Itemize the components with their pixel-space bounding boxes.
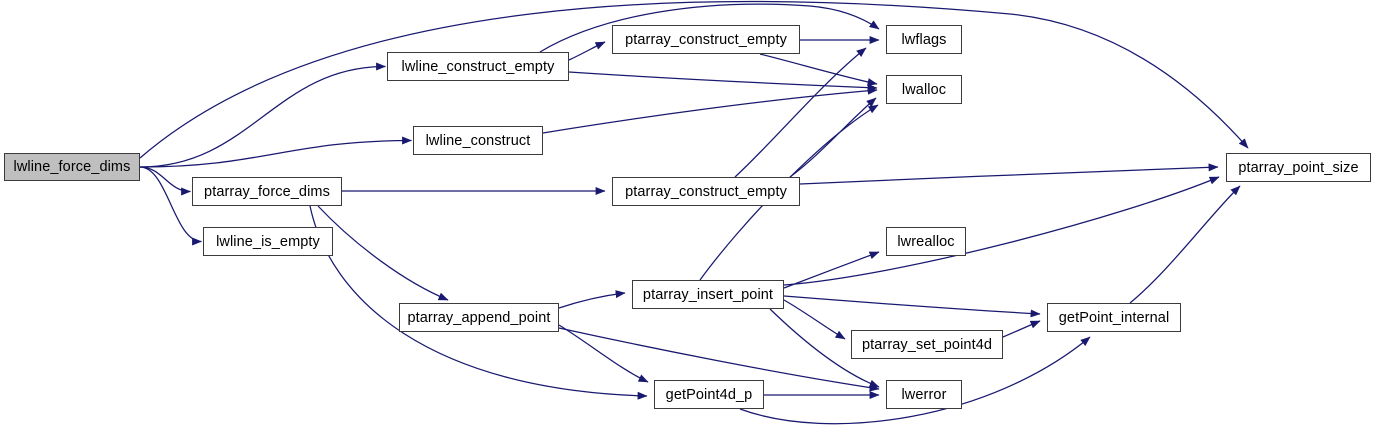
graph-edge-ptarray_set_point4d--getPoint_internal: [1002, 320, 1041, 338]
graph-node-ptarray_construct_empty_top[interactable]: ptarray_construct_empty: [612, 25, 800, 54]
graph-node-label: ptarray_set_point4d: [861, 336, 993, 353]
graph-edge-ptarray_force_dims--ptarray_append_point: [317, 205, 449, 301]
graph-edge-ptarray_insert_point--ptarray_set_point4d: [783, 299, 846, 340]
graph-node-label: lwline_construct: [425, 132, 531, 149]
graph-node-label: lwline_force_dims: [13, 159, 131, 175]
graph-edge-lwline_construct_empty--lwflags: [539, 3, 880, 53]
graph-node-lwerror[interactable]: lwerror: [886, 380, 962, 409]
graph-edge-lwline_force_dims--lwline_construct_empty: [139, 62, 387, 168]
graph-edge-ptarray_force_dims--getPoint4d_p: [309, 205, 648, 400]
graph-edge-lwline_construct_empty--lwalloc: [568, 71, 878, 92]
graph-node-getPoint4d_p[interactable]: getPoint4d_p: [654, 380, 764, 409]
graph-node-ptarray_point_size[interactable]: ptarray_point_size: [1226, 153, 1371, 182]
graph-node-ptarray_append_point[interactable]: ptarray_append_point: [399, 303, 559, 332]
graph-node-label: lwalloc: [901, 81, 947, 98]
graph-edge-ptarray_construct_empty_mid--lwflags: [734, 47, 867, 178]
graph-node-label: ptarray_force_dims: [204, 183, 330, 200]
graph-node-lwline_force_dims[interactable]: lwline_force_dims: [4, 153, 140, 181]
graph-node-label: ptarray_insert_point: [642, 286, 774, 303]
graph-node-ptarray_set_point4d[interactable]: ptarray_set_point4d: [851, 330, 1003, 359]
graph-edge-getPoint4d_p--getPoint_internal: [739, 336, 1091, 425]
graph-node-label: lwline_construct_empty: [401, 58, 555, 75]
graph-edge-lwline_force_dims--lwline_construct: [139, 136, 413, 168]
graph-edge-getPoint_internal--ptarray_point_size: [1129, 185, 1241, 304]
graph-edge-lwline_construct_empty--ptarray_construct_empty_top: [568, 41, 606, 61]
graph-node-ptarray_construct_empty_mid[interactable]: ptarray_construct_empty: [612, 177, 800, 206]
graph-node-lwflags[interactable]: lwflags: [886, 25, 962, 54]
graph-edge-lwline_force_dims--lwline_is_empty: [139, 166, 203, 246]
graph-edge-ptarray_construct_empty_mid--ptarray_point_size: [799, 163, 1219, 185]
graph-edge-ptarray_append_point--ptarray_insert_point: [558, 290, 626, 309]
graph-node-lwalloc[interactable]: lwalloc: [886, 75, 962, 104]
graph-edge-ptarray_insert_point--lwerror: [769, 308, 880, 388]
graph-node-lwline_construct_empty[interactable]: lwline_construct_empty: [387, 52, 569, 81]
graph-node-label: lwline_is_empty: [216, 233, 320, 250]
graph-edge-lwline_force_dims--ptarray_force_dims: [139, 166, 192, 196]
graph-node-label: getPoint_internal: [1058, 309, 1170, 326]
graph-node-label: ptarray_construct_empty: [625, 183, 787, 200]
graph-edge-ptarray_construct_empty_top--lwalloc: [759, 53, 878, 86]
graph-edge-lwline_construct--lwalloc: [542, 86, 878, 134]
graph-edge-ptarray_insert_point--ptarray_point_size: [783, 176, 1220, 286]
graph-edge-ptarray_construct_empty_mid--lwalloc: [789, 97, 877, 178]
graph-node-label: lwerror: [901, 386, 947, 403]
graph-node-label: ptarray_construct_empty: [625, 31, 787, 48]
graph-node-label: lwflags: [901, 31, 947, 48]
graph-edge-ptarray_insert_point--getPoint_internal: [783, 295, 1041, 318]
graph-edge-ptarray_append_point--getPoint4d_p: [558, 324, 649, 383]
graph-edge-ptarray_append_point--lwerror: [558, 327, 880, 392]
graph-node-label: ptarray_append_point: [407, 309, 551, 326]
graph-edge-lwline_force_dims--ptarray_point_size: [139, 0, 1249, 159]
graph-node-lwline_construct[interactable]: lwline_construct: [413, 126, 543, 155]
graph-node-lwrealloc[interactable]: lwrealloc: [886, 227, 966, 256]
graph-node-ptarray_insert_point[interactable]: ptarray_insert_point: [632, 280, 784, 309]
graph-node-label: lwrealloc: [897, 233, 955, 250]
graph-node-ptarray_force_dims[interactable]: ptarray_force_dims: [192, 177, 342, 206]
graph-node-lwline_is_empty[interactable]: lwline_is_empty: [203, 227, 333, 256]
graph-node-label: getPoint4d_p: [665, 386, 753, 403]
graph-node-getPoint_internal[interactable]: getPoint_internal: [1047, 303, 1181, 332]
graph-node-label: ptarray_point_size: [1238, 159, 1359, 176]
graph-edge-ptarray_insert_point--lwrealloc: [783, 251, 880, 289]
